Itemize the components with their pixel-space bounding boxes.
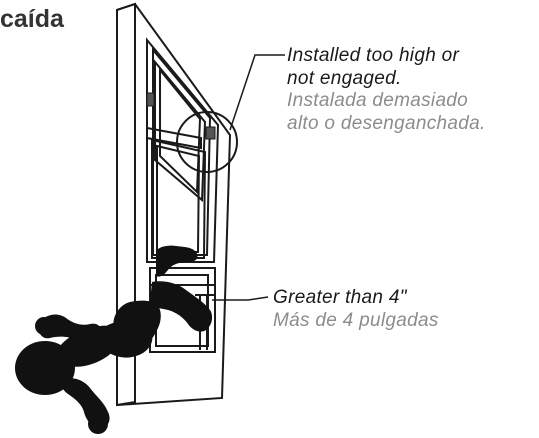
- guard-callout-en-line1: Installed too high or: [287, 45, 460, 66]
- guard-callout: Installed too high or not engaged. Insta…: [287, 45, 486, 135]
- upper-pane-top-inner: [159, 67, 202, 195]
- opening-leader-line: [212, 296, 269, 301]
- window-guard-icon: [205, 126, 216, 140]
- opening-callout-en: Greater than 4": [273, 287, 407, 308]
- upper-sash: [146, 37, 220, 263]
- page-title: caída: [0, 5, 64, 33]
- guard-callout-es-line1: Instalada demasiado: [287, 90, 469, 111]
- middle-pane-inner: [156, 144, 201, 253]
- middle-pane: [151, 138, 207, 259]
- opening-callout: Greater than 4" Más de 4 pulgadas: [273, 287, 439, 332]
- guard-callout-es-line2: alto o desenganchada.: [287, 112, 486, 134]
- opening-callout-es: Más de 4 pulgadas: [273, 309, 439, 331]
- upper-pane-top: [154, 59, 207, 203]
- child-silhouette: [15, 245, 213, 434]
- guard-leader-line: [229, 54, 285, 131]
- meeting-rail: [146, 126, 202, 150]
- window-guard-icon: [146, 92, 155, 107]
- guard-callout-en-line2: not engaged.: [287, 67, 402, 89]
- highlight-circle: [176, 111, 238, 173]
